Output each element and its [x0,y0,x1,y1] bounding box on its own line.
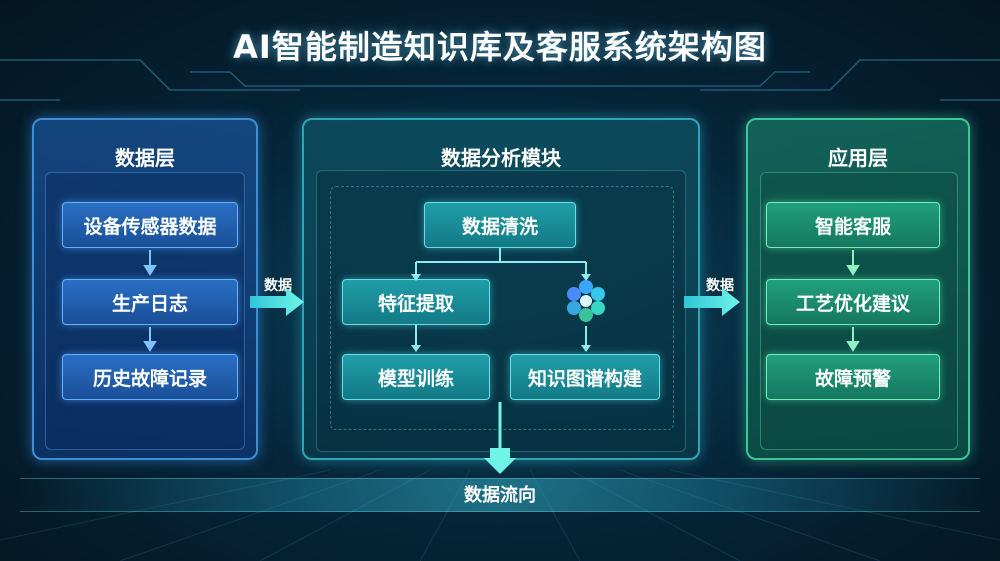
analysis-training-box: 模型训练 [342,354,490,400]
data-flow-label: 数据流向 [464,485,536,506]
app-item-smart-service: 智能客服 [766,202,940,248]
data-layer-title: 数据层 [115,146,175,170]
analysis-dashed-frame [330,186,674,430]
analysis-feature-box: 特征提取 [342,279,490,325]
data-item-fault-history: 历史故障记录 [62,354,238,400]
app-item-fault-warning: 故障预警 [766,354,940,400]
data-item-sensor: 设备传感器数据 [62,202,238,248]
data-flow-bar [20,478,980,512]
analysis-knowledge-graph-box: 知识图谱构建 [510,354,660,400]
left-connector-label: 数据 [264,278,292,294]
app-item-process-optimization: 工艺优化建议 [766,279,940,325]
app-layer-title: 应用层 [828,146,888,170]
right-connector-label: 数据 [706,278,734,294]
page-title: AI智能制造知识库及客服系统架构图 [233,28,767,66]
analysis-cleaning-box: 数据清洗 [424,202,576,248]
analysis-module-title: 数据分析模块 [441,146,561,170]
data-item-production-log: 生产日志 [62,279,238,325]
